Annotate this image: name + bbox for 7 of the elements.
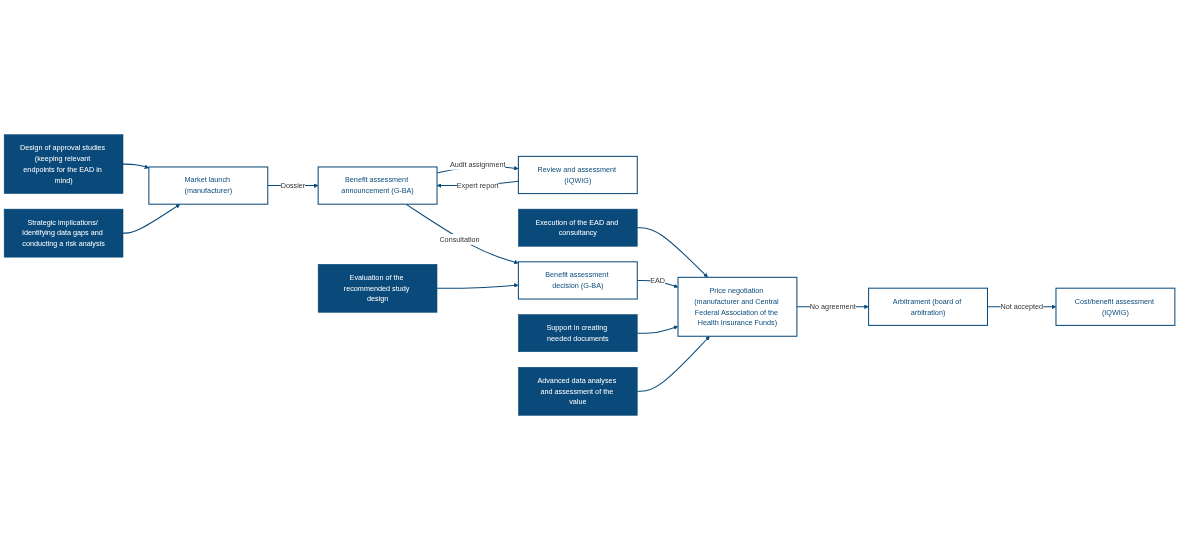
arrow	[636, 336, 710, 392]
arrow	[636, 227, 708, 278]
arrow	[405, 203, 519, 265]
arrow	[436, 283, 519, 289]
arrow	[636, 325, 679, 334]
arrow	[122, 204, 181, 234]
arrow	[122, 163, 150, 169]
